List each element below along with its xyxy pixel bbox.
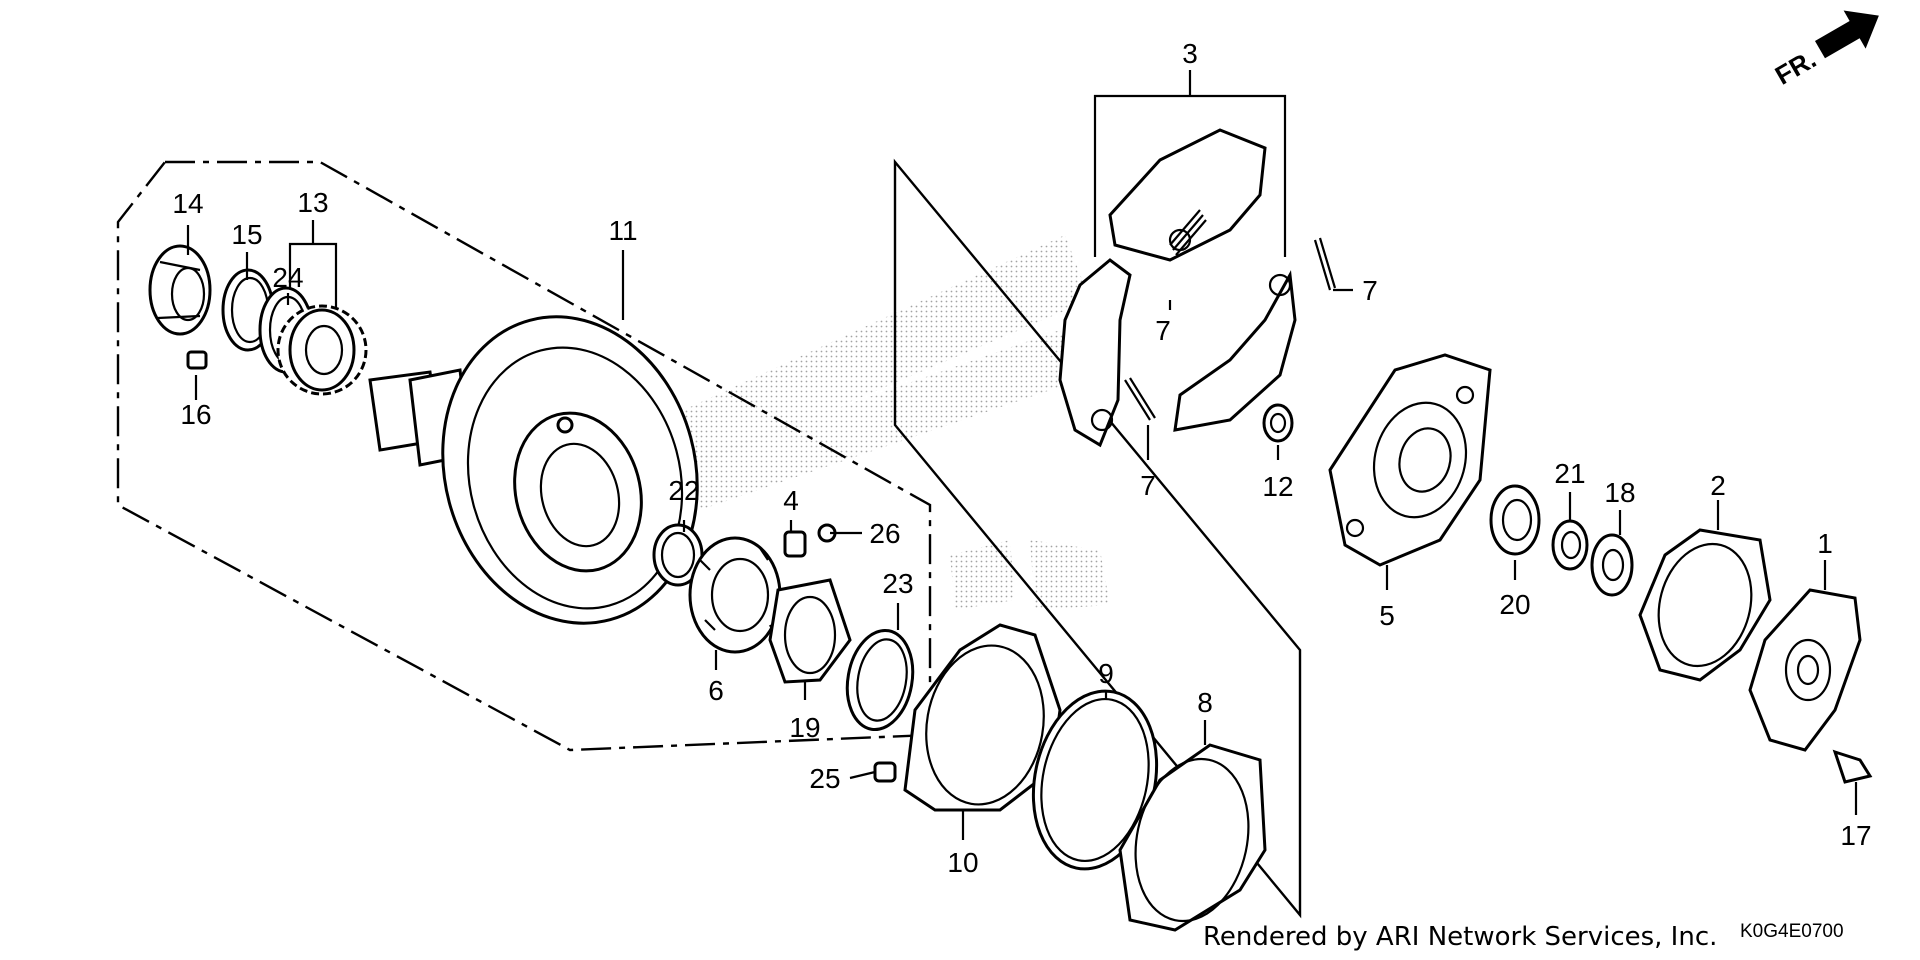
arrow-right-icon	[1814, 10, 1879, 59]
leader-lines	[186, 225, 1858, 840]
watermark-logo	[640, 235, 1110, 610]
footer-credit: Rendered by ARI Network Services, Inc.	[1203, 922, 1717, 952]
part-13-gear	[276, 304, 368, 396]
part-11-clutch-outer	[368, 315, 699, 625]
part-2-gasket	[1638, 528, 1772, 682]
callout-9: 9	[1098, 658, 1114, 689]
part-20-lock-washer	[1489, 484, 1541, 556]
part-22-ring	[652, 523, 704, 587]
part-21-washer	[1551, 519, 1589, 571]
callout-2: 2	[1710, 470, 1726, 501]
callout-12: 12	[1262, 471, 1293, 502]
callout-18: 18	[1604, 477, 1635, 508]
callout-15: 15	[231, 219, 262, 250]
svg-text:FR.: FR.	[1770, 44, 1821, 91]
callout-3: 3	[1182, 38, 1198, 69]
callout-23: 23	[882, 568, 913, 599]
part-7-springs	[1124, 209, 1337, 421]
part-23-circlip	[845, 628, 915, 732]
part-12-washer	[1262, 403, 1294, 443]
callout-1: 1	[1817, 528, 1833, 559]
callout-25: 25	[809, 763, 840, 794]
callout-7a: 7	[1155, 315, 1171, 346]
part-1-cover	[1748, 588, 1862, 752]
diagram-code: K0G4E0700	[1740, 921, 1844, 942]
part-3-clutch-shoes	[1058, 128, 1297, 448]
front-direction-indicator: FR.	[1770, 10, 1879, 91]
callout-16: 16	[180, 399, 211, 430]
part-10-gasket	[903, 623, 1062, 812]
part-14-collar	[148, 244, 212, 336]
part-8-gasket	[1118, 743, 1267, 932]
callout-13: 13	[297, 187, 328, 218]
part-17-bolt	[1832, 749, 1873, 784]
callout-8: 8	[1197, 687, 1213, 718]
callout-11: 11	[608, 215, 637, 246]
part-25-nut	[873, 761, 897, 783]
part-19-plate	[768, 578, 852, 684]
callout-14: 14	[172, 188, 203, 219]
callout-4: 4	[783, 485, 799, 516]
callout-19: 19	[789, 712, 820, 743]
callout-21: 21	[1554, 458, 1585, 489]
callout-7b: 7	[1362, 275, 1378, 306]
callout-7c: 7	[1140, 470, 1156, 501]
part-6-one-way-clutch	[688, 536, 782, 654]
group-outline-dashed	[116, 160, 932, 752]
bracket-13	[288, 220, 338, 330]
callout-6: 6	[708, 675, 724, 706]
bracket-3	[1093, 70, 1287, 257]
part-16-nut	[186, 350, 208, 370]
callout-22: 22	[668, 475, 699, 506]
callout-26: 26	[869, 518, 900, 549]
part-5-drive-plate	[1328, 353, 1492, 567]
callout-24: 24	[272, 262, 303, 293]
group-outline-solid	[893, 158, 1302, 919]
callout-20: 20	[1499, 589, 1530, 620]
part-18-seal	[1590, 533, 1634, 597]
callout-5: 5	[1379, 600, 1395, 631]
callout-17: 17	[1840, 820, 1871, 851]
callout-10: 10	[947, 847, 978, 878]
part-4-spring	[783, 530, 807, 558]
